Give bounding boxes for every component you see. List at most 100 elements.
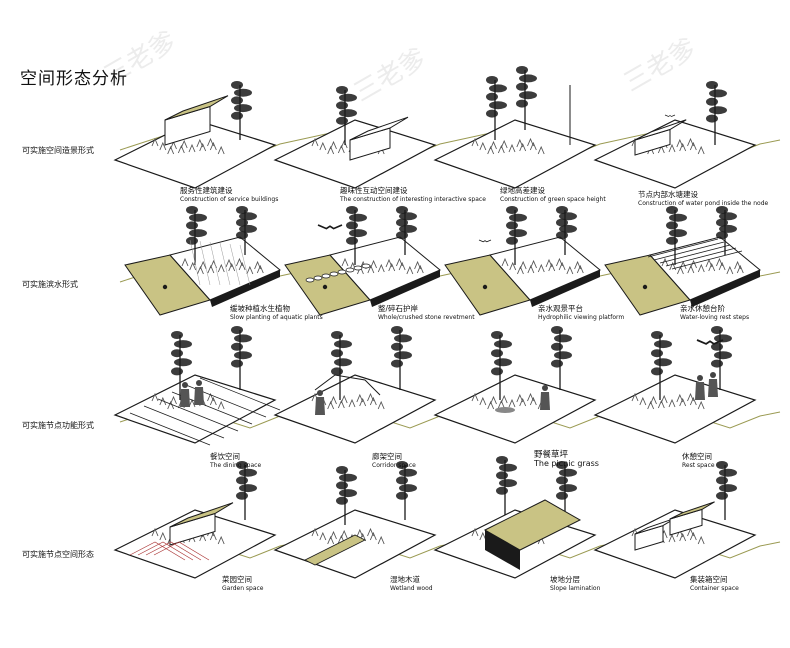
tree-foliage — [486, 109, 498, 118]
tree-foliage — [234, 334, 252, 343]
grass-patch — [181, 257, 264, 275]
person-body — [695, 382, 705, 400]
person-figure — [708, 372, 718, 397]
slope-hatch — [229, 243, 241, 286]
grass-tuft — [180, 139, 188, 149]
tree-foliage — [519, 91, 537, 100]
grass-tuft — [697, 263, 705, 273]
tree-foliage — [516, 99, 528, 108]
tree-foliage — [716, 206, 728, 214]
tree-foliage — [556, 476, 568, 485]
tree-foliage — [231, 359, 243, 368]
grass-tuft — [207, 137, 214, 147]
grass-tuft — [530, 259, 537, 269]
tree-foliage — [236, 206, 248, 214]
grass-tuft — [367, 527, 374, 537]
grass-tuft — [657, 399, 665, 409]
crab-icon — [322, 284, 328, 290]
grass-tuft — [517, 265, 524, 275]
tree-foliage — [651, 367, 663, 376]
tree-foliage — [239, 224, 257, 233]
tree — [231, 326, 252, 390]
tree-foliage — [666, 221, 678, 230]
tree-foliage — [559, 224, 577, 233]
cell-illustration-building — [113, 81, 277, 189]
tree-foliage — [516, 66, 528, 74]
grass-tuft — [151, 137, 159, 147]
grass-tuft — [337, 399, 345, 409]
tree — [396, 461, 417, 520]
grass-tuft — [497, 144, 505, 154]
picnic-mat — [495, 407, 515, 413]
crab-icon — [162, 284, 168, 290]
grass-tuft — [487, 145, 495, 155]
cell-illustration-greenheight — [433, 66, 597, 189]
person-head — [196, 380, 202, 386]
terrace-top — [483, 499, 582, 551]
block — [349, 116, 409, 161]
grass-tuft — [497, 399, 505, 409]
grass-tuft — [256, 264, 264, 274]
tree-foliage — [236, 231, 248, 240]
tree — [706, 81, 727, 145]
cell-illustration-stone — [284, 206, 441, 316]
slope-hatch — [219, 242, 231, 286]
grass-patch — [631, 392, 705, 410]
stone — [313, 275, 323, 281]
grass-tuft — [369, 396, 377, 406]
grass-tuft — [359, 397, 367, 407]
tree-foliage — [556, 461, 568, 469]
tree-foliage — [499, 479, 517, 488]
grass-tuft — [736, 264, 744, 274]
block — [669, 501, 715, 536]
grass-tuft — [501, 257, 509, 267]
tree-foliage — [496, 471, 508, 480]
grass-tuft — [217, 400, 225, 410]
tree-foliage — [669, 213, 687, 222]
grass-tuft — [340, 394, 348, 404]
stone — [361, 263, 371, 269]
person-head — [317, 390, 323, 396]
tree-foliage — [231, 96, 243, 105]
grass-tuft — [327, 535, 335, 545]
grass-tuft — [689, 396, 697, 406]
tree — [556, 461, 577, 520]
block-top — [669, 501, 715, 520]
block — [634, 119, 687, 156]
person-figure — [315, 390, 325, 415]
tree-foliage — [559, 468, 577, 477]
tree-foliage — [496, 486, 508, 495]
tree-foliage — [491, 331, 503, 339]
tree-foliage — [706, 81, 718, 89]
tree-foliage — [654, 340, 672, 349]
tree-foliage — [336, 466, 348, 474]
tree-foliage — [236, 461, 248, 469]
grass-tuft — [708, 262, 716, 272]
grass-tuft — [238, 261, 246, 271]
tree-foliage — [399, 224, 417, 233]
grass-tuft — [650, 395, 657, 405]
grass-tuft — [217, 145, 225, 155]
tree-foliage — [396, 476, 408, 485]
cell-illustration-steps — [604, 206, 761, 316]
grass-tuft — [676, 138, 684, 148]
grass-tuft — [327, 145, 335, 155]
tree-foliage — [489, 84, 507, 93]
grass-tuft — [207, 392, 214, 402]
grass-tuft — [159, 531, 167, 541]
grass-tuft — [151, 527, 159, 537]
tree-foliage — [339, 109, 357, 118]
grass-tuft — [167, 145, 175, 155]
tree-foliage — [399, 484, 417, 493]
grass-tuft — [647, 400, 655, 410]
grass-tuft — [558, 261, 566, 271]
grass-tuft — [330, 530, 337, 540]
tree-foliage — [519, 74, 537, 83]
person-figure — [194, 380, 204, 405]
